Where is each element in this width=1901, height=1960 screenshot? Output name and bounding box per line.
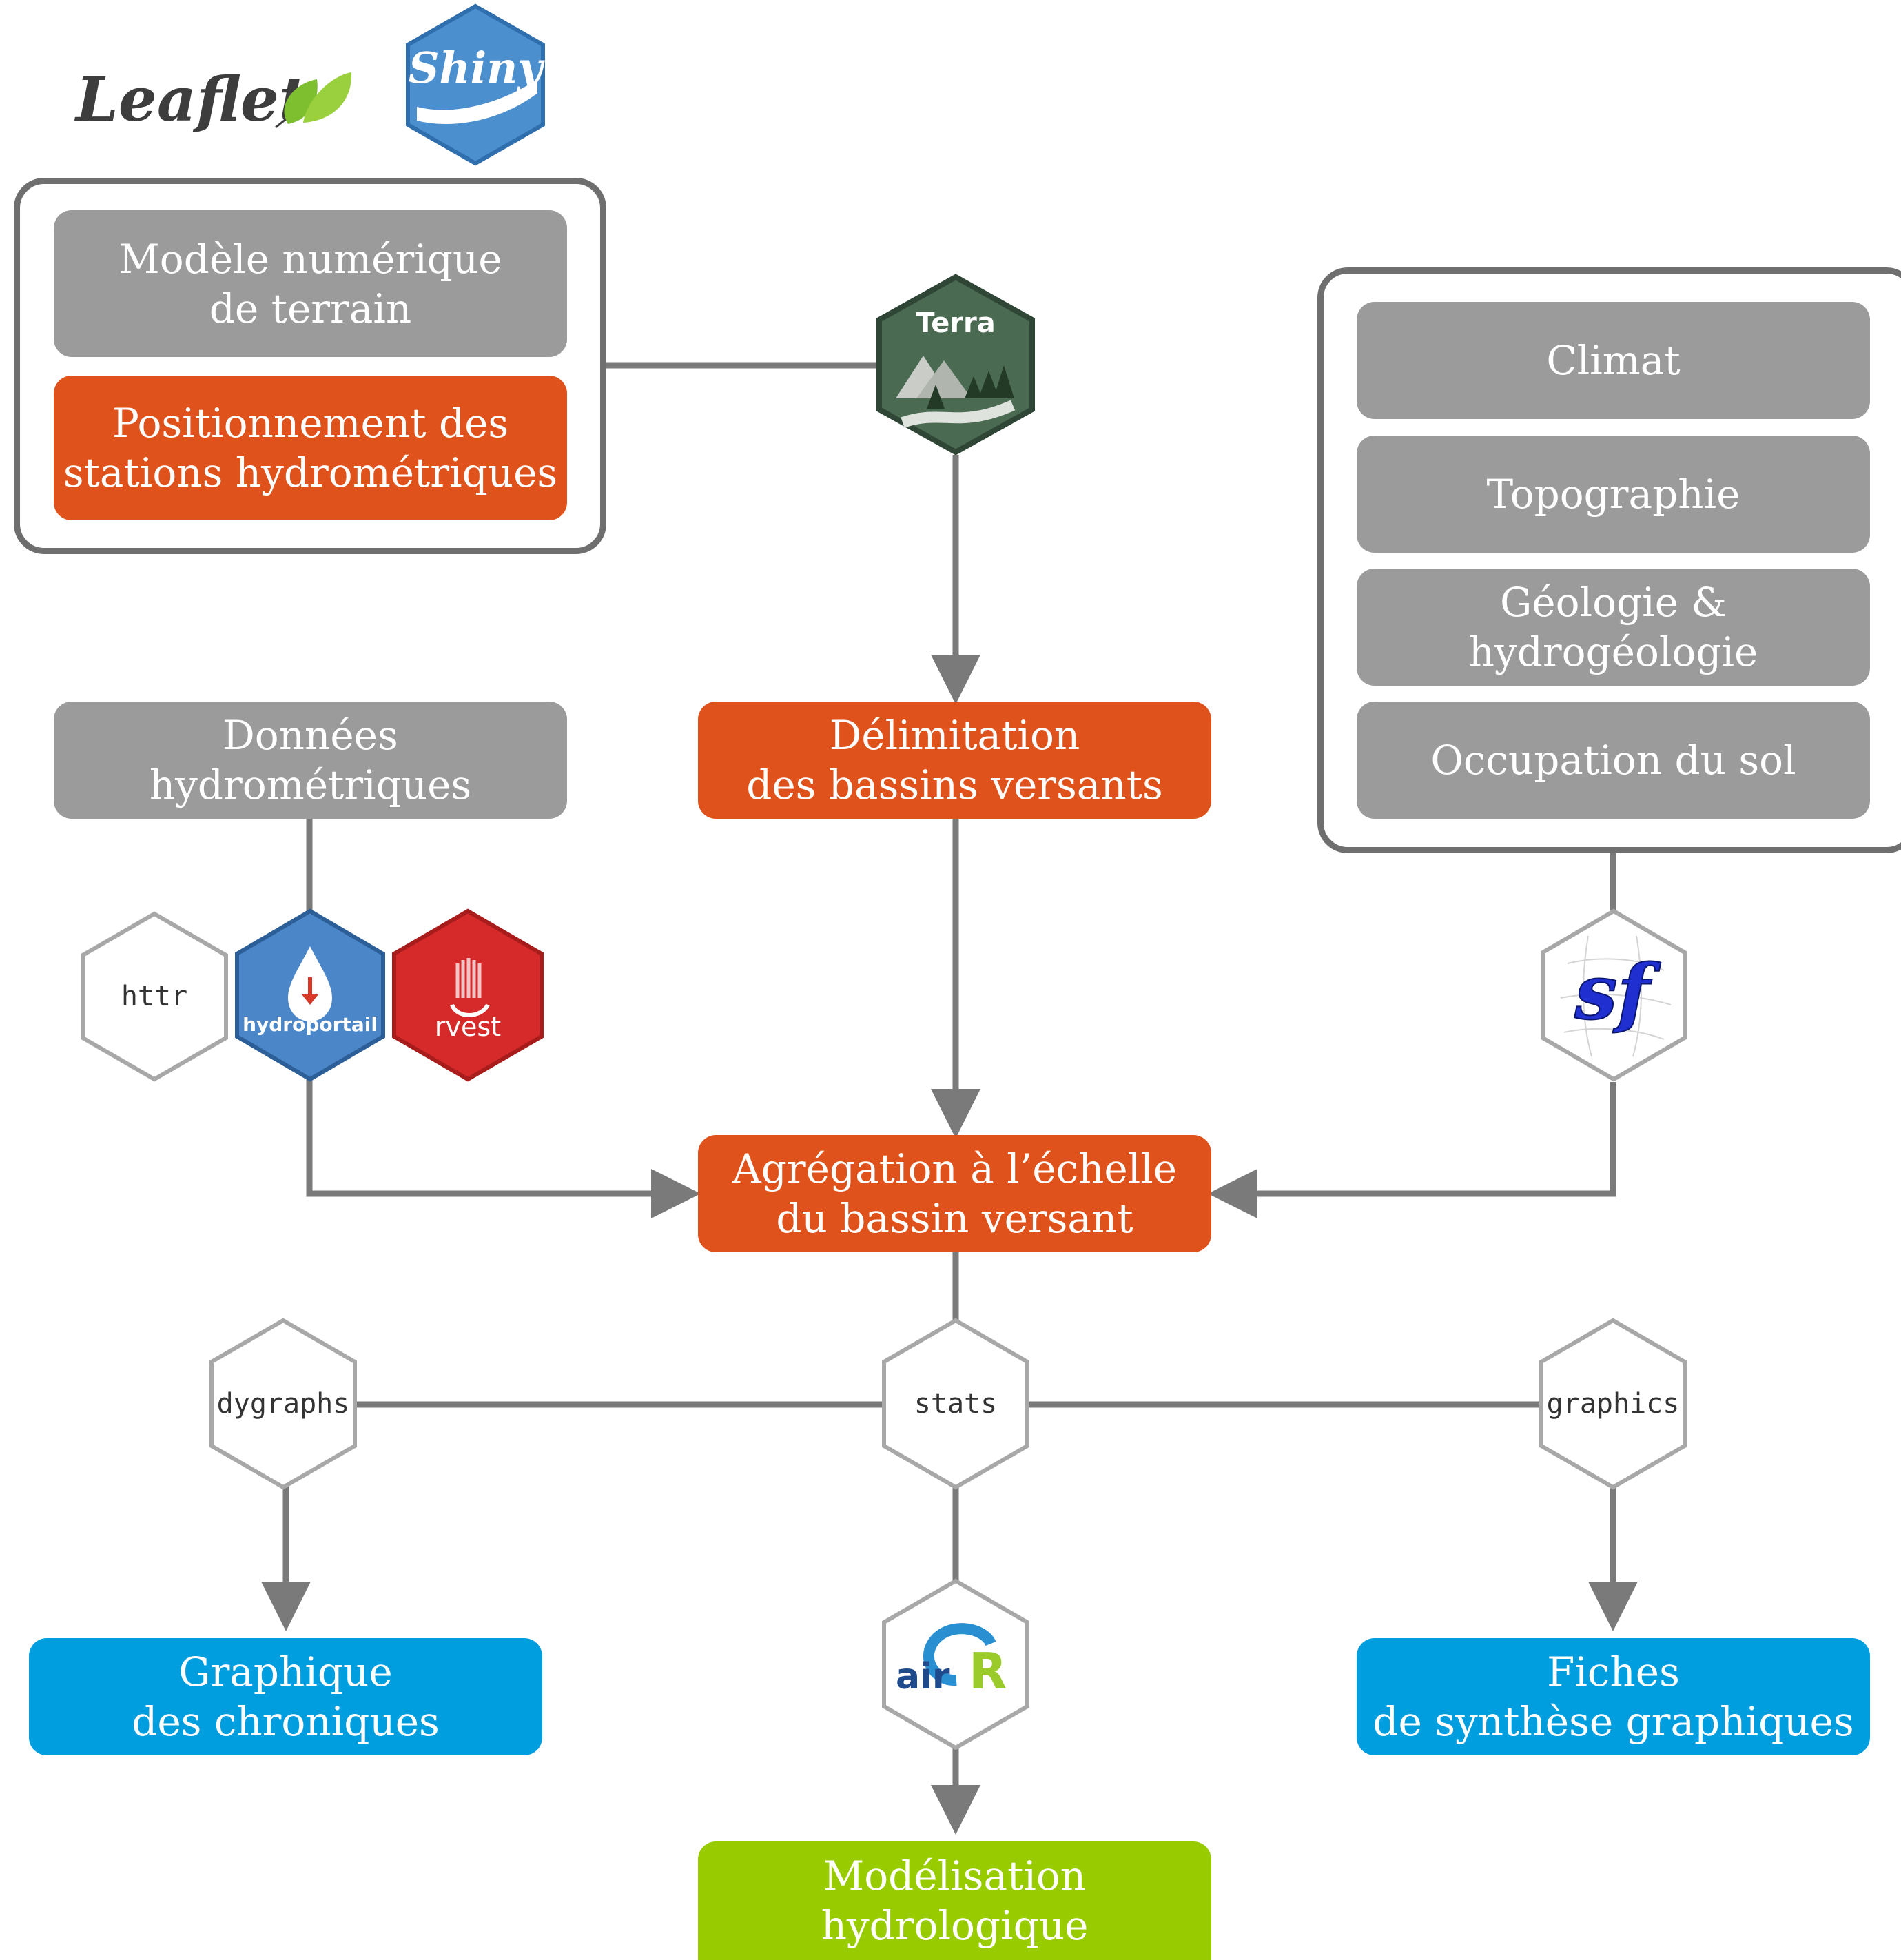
dygraphs-hex — [209, 1318, 357, 1490]
stats-label: stats — [914, 1388, 998, 1420]
box-donnees-line2: hydrométriques — [149, 762, 472, 808]
box-climat-label: Climat — [1546, 337, 1681, 384]
box-graphique-line1: Graphique — [178, 1648, 393, 1695]
box-fiches-line2: de synthèse graphiques — [1373, 1698, 1854, 1745]
sf-logo-text: sf — [1574, 948, 1661, 1037]
box-topographie: Topographie — [1357, 436, 1870, 553]
box-mnt-line1: Modèle numérique — [119, 235, 502, 283]
box-agregation-bassin: Agrégation à l’échelle du bassin versant — [698, 1135, 1211, 1252]
box-positionnement-stations: Positionnement des stations hydrométriqu… — [54, 376, 567, 520]
box-donnees-hydrometriques: Données hydrométriques — [54, 702, 567, 819]
dygraphs-label: dygraphs — [216, 1388, 350, 1420]
httr-label: httr — [121, 981, 188, 1012]
box-graphique-line2: des chroniques — [132, 1698, 440, 1745]
box-fiches-synthese: Fiches de synthèse graphiques — [1357, 1638, 1870, 1755]
shiny-logo-text: Shiny — [409, 43, 545, 93]
hydroportail-logo: hydroportail — [234, 908, 386, 1082]
hydroportail-logo-text: hydroportail — [243, 1013, 378, 1036]
shiny-logo: Shiny — [403, 3, 548, 169]
box-climat: Climat — [1357, 302, 1870, 419]
box-occupation-label: Occupation du sol — [1430, 737, 1796, 784]
airgr-logo-text: air — [896, 1656, 950, 1697]
box-mnt-line2: de terrain — [209, 285, 412, 332]
terra-logo-text: Terra — [916, 307, 996, 339]
box-stations-line2: stations hydrométriques — [63, 449, 558, 496]
box-stations-line1: Positionnement des — [112, 400, 509, 447]
box-delimitation-line2: des bassins versants — [746, 762, 1163, 808]
box-donnees-line1: Données — [223, 712, 398, 759]
box-modelisation-hydrologique: Modélisation hydrologique — [698, 1841, 1211, 1960]
httr-hex — [81, 911, 228, 1082]
terra-logo: Terra — [875, 274, 1036, 456]
box-topographie-label: Topographie — [1486, 471, 1740, 518]
graphics-label: graphics — [1546, 1388, 1680, 1420]
box-graphique-chroniques: Graphique des chroniques — [29, 1638, 542, 1755]
box-delimitation-line1: Délimitation — [829, 712, 1080, 759]
leaflet-logo-text: Leaflet — [74, 63, 307, 135]
box-fiches-line1: Fiches — [1547, 1648, 1680, 1695]
rvest-logo-text: rvest — [435, 1012, 501, 1042]
airgr-logo-r: R — [969, 1642, 1007, 1700]
arrow-sf-to-agregation — [1208, 1082, 1616, 1218]
airgr-logo: R air — [881, 1578, 1031, 1750]
box-geologie-line1: Géologie & — [1499, 579, 1727, 626]
leaflet-logo: Leaflet — [69, 48, 365, 152]
box-agregation-line1: Agrégation à l’échelle — [732, 1145, 1178, 1192]
graphics-hex — [1539, 1318, 1687, 1490]
box-modele-numerique-terrain: Modèle numérique de terrain — [54, 210, 567, 357]
arrow-hydroportail-to-agregation — [306, 1072, 701, 1218]
box-geologie-line2: hydrogéologie — [1468, 629, 1758, 675]
box-modelisation-line1: Modélisation — [823, 1852, 1087, 1899]
sf-logo: sf — [1540, 908, 1687, 1082]
box-delimitation-bassins: Délimitation des bassins versants — [698, 702, 1211, 819]
box-geologie: Géologie & hydrogéologie — [1357, 569, 1870, 686]
box-occupation-sol: Occupation du sol — [1357, 702, 1870, 819]
stats-hex — [882, 1318, 1029, 1490]
box-modelisation-line2: hydrologique — [821, 1902, 1089, 1949]
rvest-logo: rvest — [391, 908, 544, 1082]
box-agregation-line2: du bassin versant — [776, 1195, 1133, 1242]
